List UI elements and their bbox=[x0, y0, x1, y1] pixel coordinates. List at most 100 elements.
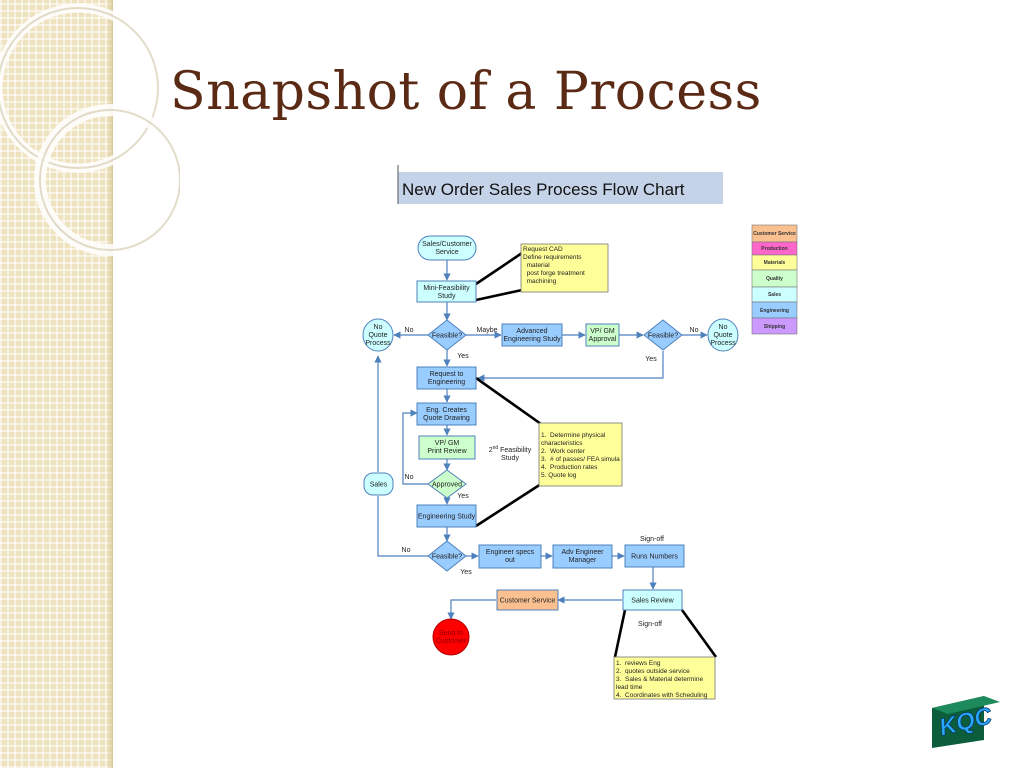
kqc-logo-block-top bbox=[932, 696, 1000, 714]
legend-label-quality: Quality bbox=[766, 276, 783, 282]
node-engineering-study-label: Engineering Study bbox=[418, 514, 476, 521]
callout-sales-list-line4: lead time bbox=[616, 684, 643, 691]
callout-request-cad-line4: post forge treatment bbox=[523, 270, 585, 277]
callout-sales-list-line3: 3. Sales & Material determine bbox=[616, 676, 703, 683]
node-sales-customer-service bbox=[417, 235, 477, 261]
edge-label-maybe: Maybe bbox=[476, 327, 497, 334]
callout-sales-list-line2: 2. quotes outside service bbox=[616, 668, 690, 675]
legend-label-production: Production bbox=[761, 246, 787, 252]
edge-approved-no bbox=[402, 409, 428, 485]
edge-label-yes-4: Yes bbox=[460, 569, 472, 576]
edge-label-signoff-2: Sign-off bbox=[638, 621, 662, 628]
callout-engineering-list-line2: characteristics bbox=[541, 440, 583, 447]
edge-label-signoff-1: Sign-off bbox=[640, 536, 664, 543]
note-second-feasibility-sup: nd bbox=[493, 445, 499, 451]
node-sales-review-label: Sales Review bbox=[631, 598, 674, 605]
edge-label-no-1: No bbox=[405, 327, 414, 334]
node-sales-review bbox=[622, 589, 683, 611]
node-sales bbox=[363, 472, 394, 496]
node-no-quote-right-line1: No bbox=[719, 324, 728, 331]
callout-engineering-list-line1: 1. Determine physical bbox=[541, 432, 606, 439]
note-second-feasibility-word: Feasibility bbox=[498, 447, 532, 454]
node-feasible-3 bbox=[427, 540, 467, 572]
callout-sales-list bbox=[613, 656, 716, 700]
node-adv-engineer-manager-line1: Adv Engineer bbox=[561, 549, 604, 556]
legend-label-customer-service: Customer Service bbox=[753, 231, 796, 237]
node-approved bbox=[427, 469, 467, 499]
node-advanced-engineering bbox=[501, 323, 563, 347]
node-feasible-3-label: Feasible? bbox=[432, 554, 462, 561]
edge-label-no-2: No bbox=[690, 327, 699, 334]
node-feasible-2 bbox=[643, 319, 683, 351]
connectors bbox=[374, 260, 708, 620]
node-no-quote-right-line2: Quote bbox=[713, 332, 732, 339]
node-vp-gm-approval bbox=[585, 323, 620, 347]
callout-engineering-list-line5: 4. Production rates bbox=[541, 464, 598, 471]
node-feasible-1-label: Feasible? bbox=[432, 333, 462, 340]
node-mini-feasibility-line1: Mini-Feasibility bbox=[423, 285, 470, 292]
node-request-engineering-line1: Request to bbox=[430, 371, 464, 378]
edge-feasible2-yes bbox=[477, 351, 664, 382]
node-customer-service-label: Customer Service bbox=[500, 598, 556, 605]
legend-label-sales: Sales bbox=[768, 292, 781, 298]
node-vp-gm-print-review bbox=[418, 435, 476, 460]
node-sales-customer-service-line2: Service bbox=[435, 249, 458, 256]
node-vp-gm-approval-line1: VP/ GM bbox=[590, 328, 615, 335]
chart-title: New Order Sales Process Flow Chart bbox=[402, 180, 685, 199]
callout-request-cad-line1: Request CAD bbox=[523, 246, 563, 253]
callout-engineering-list-line6: 5. Quote log bbox=[541, 472, 577, 479]
callout-request-cad-line5: machining bbox=[523, 278, 557, 285]
node-send-to-customer-line2: Customer bbox=[436, 638, 467, 645]
node-runs-numbers-label: Runs Numbers bbox=[631, 554, 678, 561]
node-no-quote-left-line2: Quote bbox=[368, 332, 387, 339]
node-no-quote-right-line3: Process bbox=[710, 340, 736, 347]
legend-swatch-shipping bbox=[751, 317, 798, 335]
node-vp-gm-approval-line2: Approval bbox=[589, 336, 617, 343]
node-engineer-specs-line2: out bbox=[505, 557, 515, 564]
node-sales-customer-service-line1: Sales/Customer bbox=[422, 241, 472, 248]
edge-label-yes-1: Yes bbox=[457, 353, 469, 360]
callout-sales-list-line1: 1. reviews Eng bbox=[616, 660, 661, 667]
node-eng-creates-drawing-line1: Eng. Creates bbox=[426, 407, 467, 414]
edge-cs-to-send bbox=[447, 599, 496, 620]
node-sales-label: Sales bbox=[370, 482, 388, 489]
callout-lines bbox=[475, 251, 718, 658]
node-mini-feasibility bbox=[416, 280, 477, 303]
edge-label-yes-2: Yes bbox=[645, 356, 657, 363]
node-adv-engineer-manager-line2: Manager bbox=[569, 557, 597, 564]
node-request-engineering bbox=[416, 366, 477, 390]
callout-engineering-list-line4: 3. # of passes/ FEA simula bbox=[541, 456, 620, 463]
legend: Customer Service Production Materials Qu… bbox=[751, 224, 798, 335]
note-second-feasibility-num: 2 bbox=[489, 447, 493, 454]
legend-label-materials: Materials bbox=[764, 260, 786, 266]
node-feasible-2-label: Feasible? bbox=[648, 333, 678, 340]
callout-engineering-list-line3: 2. Work center bbox=[541, 448, 586, 455]
node-no-quote-left-line1: No bbox=[374, 324, 383, 331]
note-second-feasibility: 2nd Feasibility bbox=[489, 445, 532, 454]
edge-feasible3-no bbox=[377, 496, 428, 557]
edge-label-no-3: No bbox=[405, 474, 414, 481]
node-eng-creates-drawing bbox=[416, 402, 477, 426]
callout-engineering-list bbox=[538, 422, 623, 487]
node-engineer-specs-line1: Engineer specs bbox=[486, 549, 535, 556]
node-vp-gm-print-review-line1: VP/ GM bbox=[435, 440, 460, 447]
kqc-logo: KQC bbox=[932, 696, 1000, 748]
node-approved-label: Approved bbox=[432, 482, 462, 489]
decorative-rings bbox=[0, 3, 180, 256]
node-customer-service bbox=[496, 589, 559, 611]
callout-sales-list-line5: 4. Coordinates with Scheduling bbox=[616, 692, 708, 699]
callout-request-cad-line3: material bbox=[523, 262, 550, 269]
node-request-engineering-line2: Engineering bbox=[428, 379, 465, 386]
edge-label-yes-3: Yes bbox=[457, 493, 469, 500]
node-no-quote-left-line3: Process bbox=[365, 340, 391, 347]
node-engineering-study bbox=[416, 504, 477, 528]
slide-title: Snapshot of a Process bbox=[170, 62, 762, 122]
node-no-quote-right bbox=[707, 318, 739, 352]
node-adv-engineer-manager bbox=[552, 544, 613, 569]
callout-request-cad bbox=[520, 243, 609, 293]
edge-label-no-4: No bbox=[402, 547, 411, 554]
node-send-to-customer-line1: Send to bbox=[439, 630, 463, 637]
node-send-to-customer bbox=[432, 618, 470, 656]
node-eng-creates-drawing-line2: Quote Drawing bbox=[423, 415, 470, 422]
legend-label-shipping: Shipping bbox=[764, 324, 785, 330]
